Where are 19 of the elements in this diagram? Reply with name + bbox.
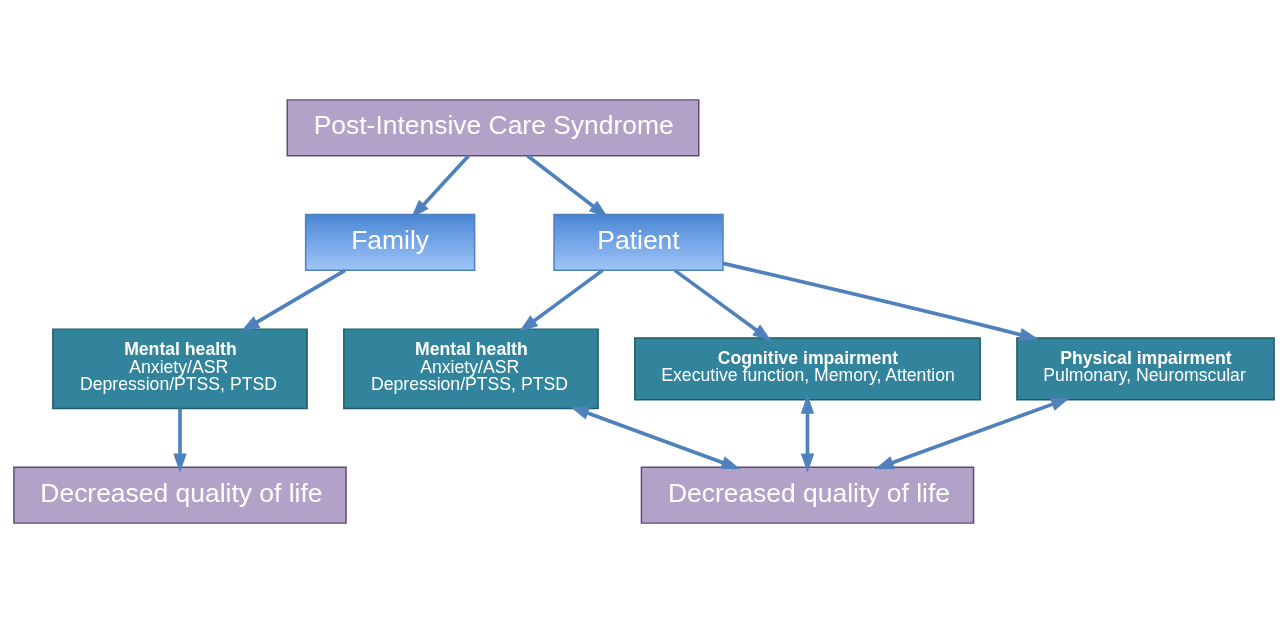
arrow (569, 406, 741, 470)
arrow (722, 261, 1039, 342)
arrow (874, 397, 1071, 470)
arrow (673, 268, 772, 342)
arrow (240, 268, 346, 332)
arrow (526, 154, 609, 218)
node-box: Patient (553, 213, 724, 272)
arrow (518, 268, 604, 332)
node-box: Post-Intensive Care Syndrome (286, 99, 700, 157)
node-box: Mental health Anxiety/ASR Depression/PTSS, PTSD (343, 328, 599, 410)
node-box: Decreased quality of life (640, 466, 975, 524)
node-box: Family (304, 213, 476, 272)
node-box: Mental health Anxiety/ASR Depression/PTSS, PTSD (52, 328, 308, 410)
arrow (410, 154, 470, 219)
node-box: Cognitive impairment Executive function, Memory, Attention (634, 337, 981, 401)
node-box: Physical impairment Pulmonary, Neuromscular (1016, 337, 1275, 401)
arrow (800, 394, 815, 473)
arrow (173, 408, 187, 473)
node-box: Decreased quality of life (13, 466, 347, 524)
